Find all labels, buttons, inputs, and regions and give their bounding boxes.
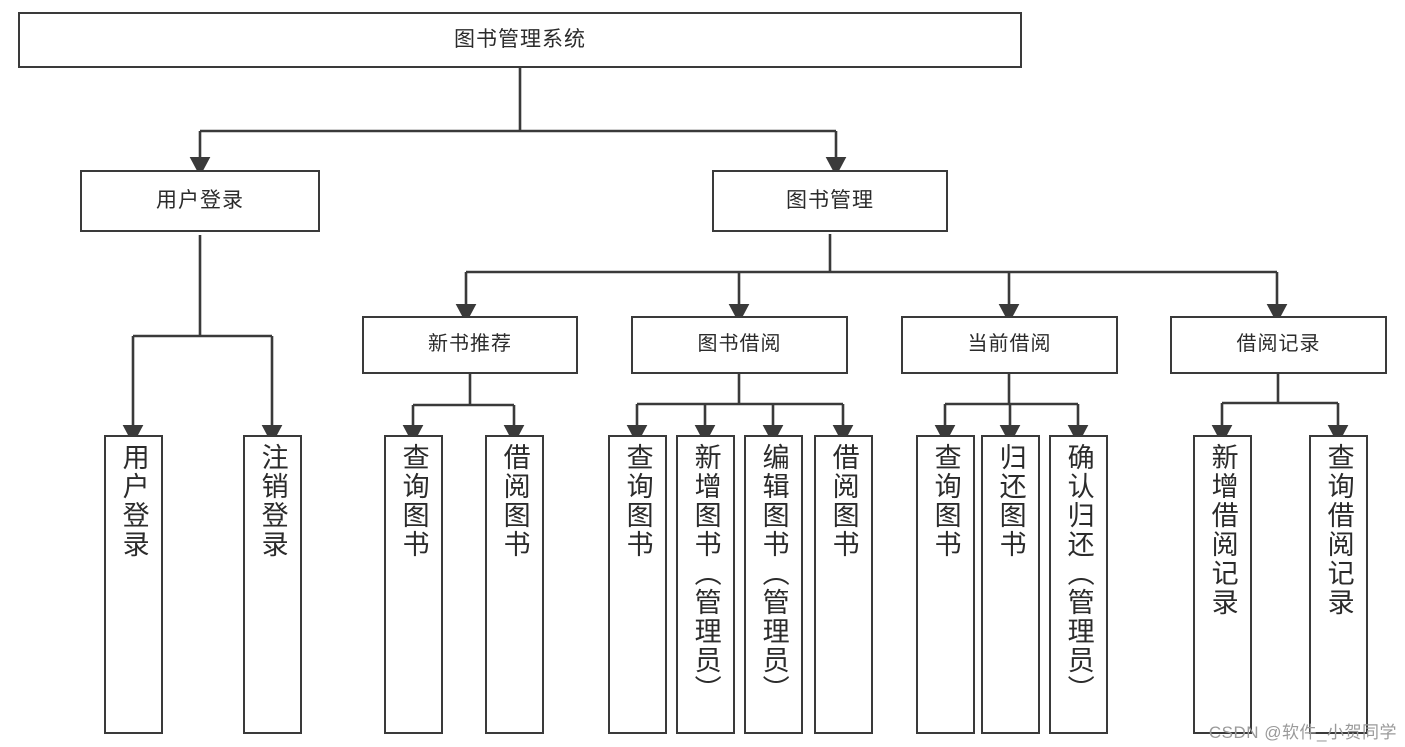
leaf-query-book-2[interactable]: 查询图书 [608,435,667,734]
leaf-query-book-1[interactable]: 查询图书 [384,435,443,734]
leaf-user-login-label: 用户登录 [118,443,149,559]
node-borrow-record-label: 借阅记录 [1236,333,1321,356]
leaf-borrow-book-1-label: 借阅图书 [499,443,530,559]
leaf-logout-login-label: 注销登录 [257,443,288,559]
node-root[interactable]: 图书管理系统 [18,12,1022,68]
node-book-borrow-label: 图书借阅 [697,333,782,356]
leaf-confirm-return-label: 确认归还（管理员） [1063,443,1094,704]
leaf-borrow-book-2-label: 借阅图书 [828,443,859,559]
leaf-borrow-book-2[interactable]: 借阅图书 [814,435,873,734]
node-borrow-record[interactable]: 借阅记录 [1170,316,1387,374]
node-new-book-recommend-label: 新书推荐 [428,333,512,356]
leaf-add-book-label: 新增图书（管理员） [690,443,721,704]
leaf-edit-book-label: 编辑图书（管理员） [758,443,789,704]
node-book-borrow[interactable]: 图书借阅 [631,316,848,374]
leaf-borrow-book-1[interactable]: 借阅图书 [485,435,544,734]
leaf-confirm-return[interactable]: 确认归还（管理员） [1049,435,1108,734]
node-user-login-label: 用户登录 [156,188,244,212]
node-user-login[interactable]: 用户登录 [80,170,320,232]
node-current-borrow[interactable]: 当前借阅 [901,316,1118,374]
leaf-query-record-label: 查询借阅记录 [1323,443,1354,617]
leaf-query-record[interactable]: 查询借阅记录 [1309,435,1368,734]
leaf-query-book-1-label: 查询图书 [398,443,429,559]
leaf-query-book-3-label: 查询图书 [930,443,961,559]
leaf-add-book[interactable]: 新增图书（管理员） [676,435,735,734]
node-root-label: 图书管理系统 [454,27,586,51]
leaf-query-book-2-label: 查询图书 [622,443,653,559]
node-current-borrow-label: 当前借阅 [967,333,1052,356]
leaf-return-book-label: 归还图书 [995,443,1026,559]
leaf-add-record[interactable]: 新增借阅记录 [1193,435,1252,734]
node-new-book-recommend[interactable]: 新书推荐 [362,316,578,374]
leaf-query-book-3[interactable]: 查询图书 [916,435,975,734]
leaf-add-record-label: 新增借阅记录 [1207,443,1238,617]
node-book-manage[interactable]: 图书管理 [712,170,948,232]
leaf-logout-login[interactable]: 注销登录 [243,435,302,734]
leaf-return-book[interactable]: 归还图书 [981,435,1040,734]
node-book-manage-label: 图书管理 [786,188,874,212]
leaf-edit-book[interactable]: 编辑图书（管理员） [744,435,803,734]
leaf-user-login[interactable]: 用户登录 [104,435,163,734]
